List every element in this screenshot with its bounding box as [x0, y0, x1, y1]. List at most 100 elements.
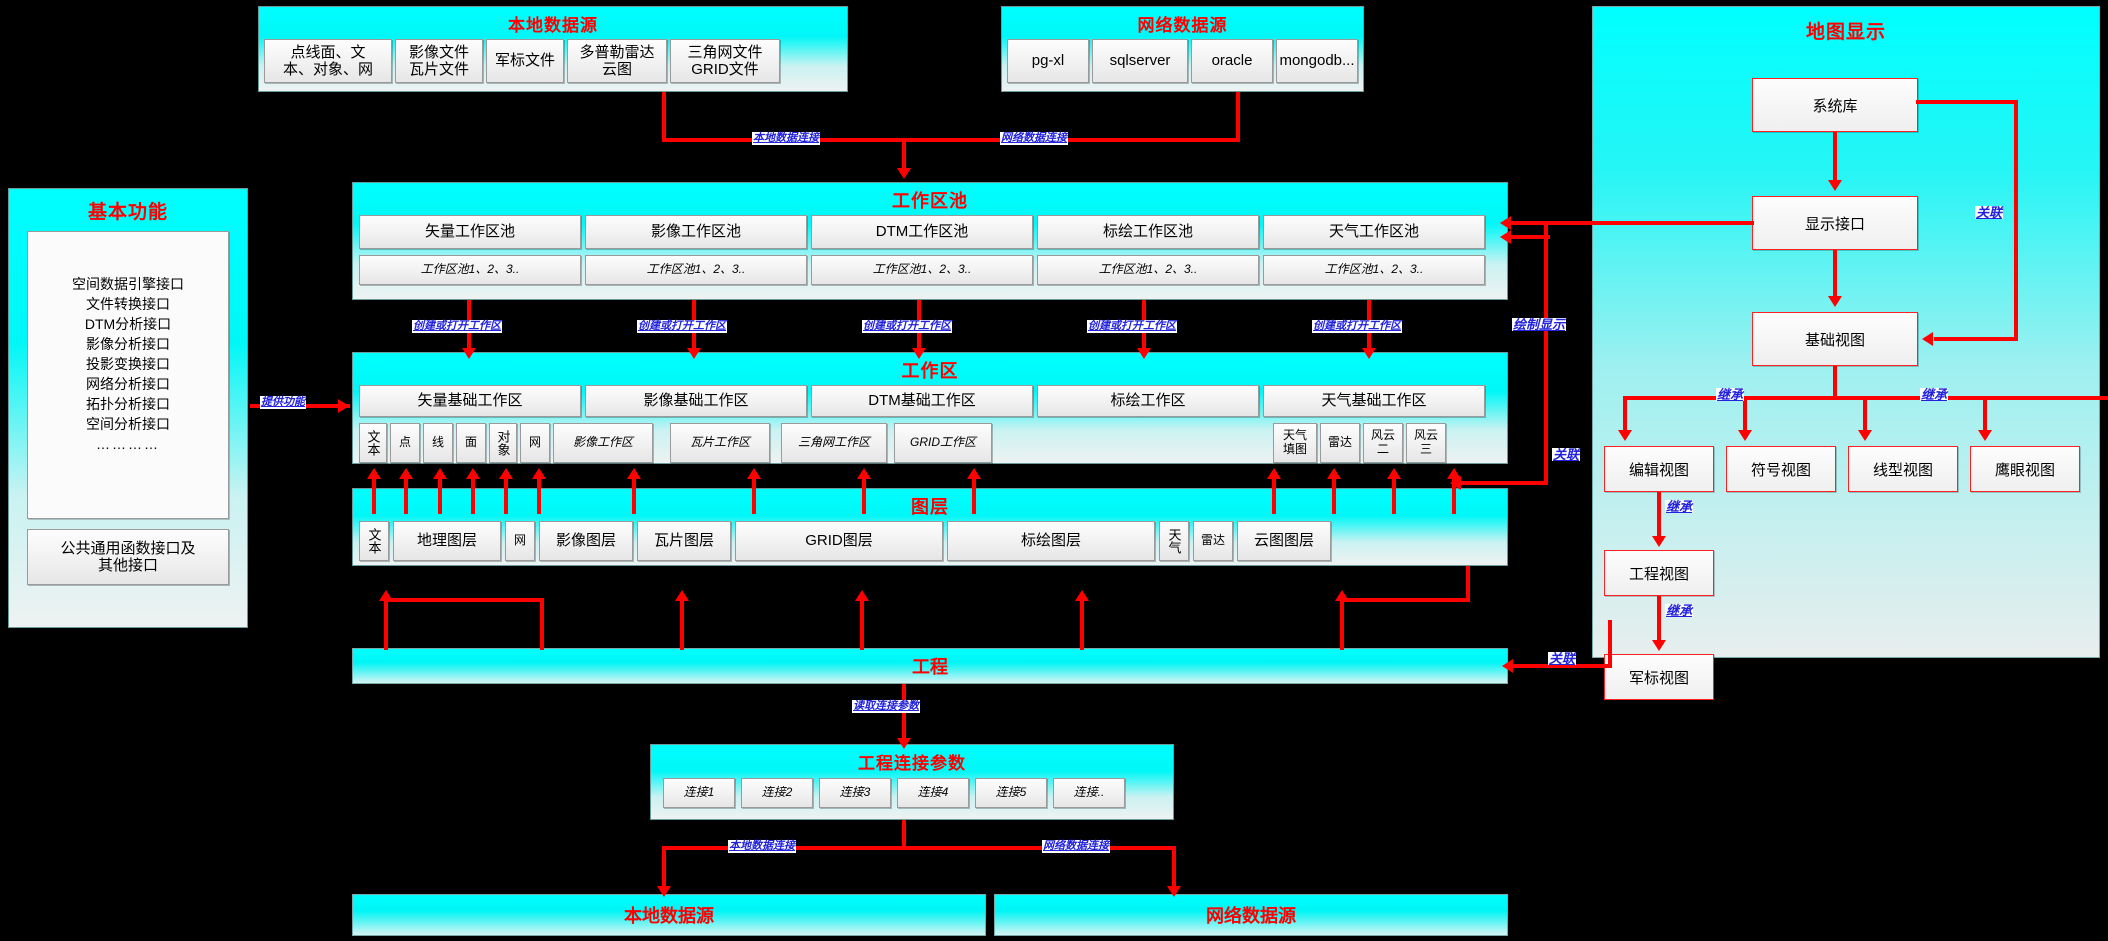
net-item-pgxl[interactable]: pg-xl: [1007, 39, 1089, 83]
pool-col-image[interactable]: 影像工作区池: [585, 215, 807, 249]
local-data-source-panel: 本地数据源 点线面、文 本、对象、网 影像文件 瓦片文件 军标文件 多普勒雷达 …: [258, 6, 848, 92]
net-item-oracle[interactable]: oracle: [1191, 39, 1273, 83]
workarea-pool-panel: 工作区池 矢量工作区池 影像工作区池 DTM工作区池 标绘工作区池 天气工作区池…: [352, 182, 1508, 300]
wa-item-point[interactable]: 点: [390, 423, 420, 463]
bottom-net-arrow: [1167, 886, 1181, 897]
wa-item-polygon[interactable]: 面: [456, 423, 486, 463]
wa-layer-line-13: [1392, 478, 1396, 514]
wa-item-image-workarea[interactable]: 影像工作区: [553, 423, 653, 463]
syslib-display-arrow: [1828, 180, 1842, 191]
layer-grid[interactable]: GRID图层: [735, 521, 943, 561]
draw-display-arrow2: [1450, 476, 1461, 490]
wa-layer-line-3: [438, 478, 442, 514]
wa-item-tile-workarea[interactable]: 瓦片工作区: [670, 423, 770, 463]
label-inherit-1: 继承: [1716, 387, 1745, 402]
ds-item-points-lines[interactable]: 点线面、文 本、对象、网: [264, 39, 392, 83]
ds-item-military-file[interactable]: 军标文件: [486, 39, 564, 83]
wa-item-fengyun-3[interactable]: 风云 三: [1406, 423, 1446, 463]
label-net-conn-top: 网络数据连接: [1000, 132, 1068, 145]
wa-layer-arrow-7: [627, 468, 641, 479]
provide-function-arrow: [338, 399, 349, 413]
bottom-conn-vertical-mid: [902, 820, 906, 848]
net-item-sqlserver[interactable]: sqlserver: [1092, 39, 1188, 83]
wa-layer-arrow-10: [967, 468, 981, 479]
project-panel: 工程: [352, 648, 1508, 684]
wa-layer-arrow-5: [499, 468, 513, 479]
pool-col-weather[interactable]: 天气工作区池: [1263, 215, 1485, 249]
eng-mil-arrow: [1652, 640, 1666, 651]
iface-file-convert: 文件转换接口: [86, 296, 170, 312]
ds-item-line1: 影像文件: [408, 43, 469, 61]
system-library-box[interactable]: 系统库: [1752, 78, 1918, 132]
label-local-conn-top: 本地数据连接: [752, 132, 820, 145]
create-open-arrow-4: [1137, 348, 1151, 359]
engineering-view-box[interactable]: 工程视图: [1604, 550, 1714, 596]
common-function-interface-box[interactable]: 公共通用函数接口及 其他接口: [27, 529, 229, 585]
label-draw-display: 绘制显示: [1512, 317, 1567, 332]
wa-item-text-label: 文本: [365, 430, 381, 456]
iface-ellipsis: …………: [96, 436, 160, 452]
conn-item-4[interactable]: 连接4: [897, 778, 969, 808]
wa-item-tin-workarea[interactable]: 三角网工作区: [781, 423, 887, 463]
layer-tile[interactable]: 瓦片图层: [637, 521, 731, 561]
pool-col-dtm[interactable]: DTM工作区池: [811, 215, 1033, 249]
military-view-box[interactable]: 军标视图: [1604, 654, 1714, 700]
conn-item-6[interactable]: 连接..: [1053, 778, 1125, 808]
wa-item-fengyun-2[interactable]: 风云 二: [1363, 423, 1403, 463]
wa-item-grid-workarea[interactable]: GRID工作区: [894, 423, 992, 463]
pool-sub-dtm[interactable]: 工作区池1、2、3..: [811, 255, 1033, 285]
wa-col-plot[interactable]: 标绘工作区: [1037, 385, 1259, 417]
layer-image[interactable]: 影像图层: [539, 521, 633, 561]
wa-item-radar[interactable]: 雷达: [1320, 423, 1360, 463]
edit-view-box[interactable]: 编辑视图: [1604, 446, 1714, 492]
local-data-source-bottom-title: 本地数据源: [624, 906, 714, 926]
wa-layer-arrow-2: [399, 468, 413, 479]
iface-projection: 投影变换接口: [86, 356, 170, 372]
wa-item-text[interactable]: 文本: [359, 423, 387, 463]
base-view-box[interactable]: 基础视图: [1752, 312, 1918, 366]
pool-sub-vector[interactable]: 工作区池1、2、3..: [359, 255, 581, 285]
assoc-right-arrow: [1922, 332, 1933, 346]
wa-layer-arrow-8: [747, 468, 761, 479]
conn-item-2[interactable]: 连接2: [741, 778, 813, 808]
ds-item-doppler-radar[interactable]: 多普勒雷达 云图: [567, 39, 667, 83]
layer-weather[interactable]: 天气: [1159, 521, 1189, 561]
wa-col-dtm[interactable]: DTM基础工作区: [811, 385, 1033, 417]
layer-net[interactable]: 网: [505, 521, 535, 561]
linetype-view-box[interactable]: 线型视图: [1848, 446, 1958, 492]
layer-plot[interactable]: 标绘图层: [947, 521, 1155, 561]
layer-text[interactable]: 文本: [359, 521, 389, 561]
label-assoc-right: 关联: [1975, 205, 2004, 220]
wa-weather-line1: 天气: [1282, 428, 1307, 443]
layer-radar[interactable]: 雷达: [1193, 521, 1233, 561]
wa-layer-line-8: [752, 478, 756, 514]
wa-col-image[interactable]: 影像基础工作区: [585, 385, 807, 417]
ds-item-image-file[interactable]: 影像文件 瓦片文件: [395, 39, 483, 83]
conn-item-3[interactable]: 连接3: [819, 778, 891, 808]
eagle-view-box[interactable]: 鹰眼视图: [1970, 446, 2080, 492]
pool-col-plot[interactable]: 标绘工作区池: [1037, 215, 1259, 249]
wa-item-object[interactable]: 对象: [489, 423, 517, 463]
layer-geo[interactable]: 地理图层: [393, 521, 501, 561]
layer-cloud[interactable]: 云图图层: [1237, 521, 1331, 561]
ds-item-tin-grid-file[interactable]: 三角网文件 GRID文件: [670, 39, 780, 83]
conn-item-1[interactable]: 连接1: [663, 778, 735, 808]
edit-eng-arrow: [1652, 536, 1666, 547]
symbol-view-box[interactable]: 符号视图: [1726, 446, 1836, 492]
wa-col-weather[interactable]: 天气基础工作区: [1263, 385, 1485, 417]
wa-item-weather-chart[interactable]: 天气 填图: [1273, 423, 1317, 463]
workpool-feed-line: [902, 138, 906, 170]
conn-item-5[interactable]: 连接5: [975, 778, 1047, 808]
wa-col-vector[interactable]: 矢量基础工作区: [359, 385, 581, 417]
pool-col-vector[interactable]: 矢量工作区池: [359, 215, 581, 249]
display-interface-box[interactable]: 显示接口: [1752, 196, 1918, 250]
wa-item-net[interactable]: 网: [520, 423, 550, 463]
pool-sub-weather[interactable]: 工作区池1、2、3..: [1263, 255, 1485, 285]
net-item-mongodb[interactable]: mongodb...: [1276, 39, 1358, 83]
pool-sub-plot[interactable]: 工作区池1、2、3..: [1037, 255, 1259, 285]
pool-sub-image[interactable]: 工作区池1、2、3..: [585, 255, 807, 285]
wa-item-line[interactable]: 线: [423, 423, 453, 463]
basic-functions-title: 基本功能: [87, 202, 168, 223]
ds-item-line1: 三角网文件: [687, 43, 763, 61]
wa-fy3-line1: 风云: [1413, 428, 1438, 443]
